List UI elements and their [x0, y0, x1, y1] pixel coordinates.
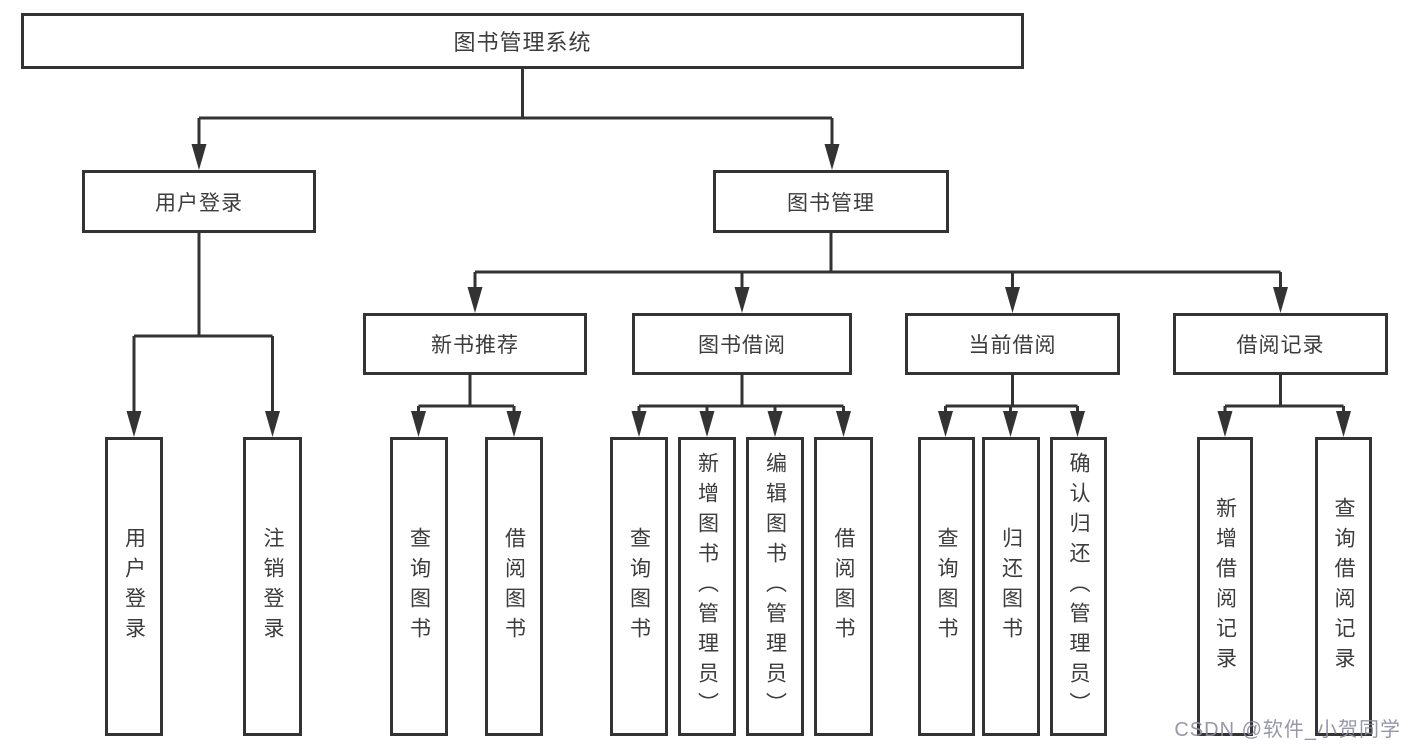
node-book-borrow: 图书借阅 [632, 313, 852, 375]
leaf-edit-books-admin: 编辑图书（管理员） [746, 437, 804, 736]
leaf-borrow-books-label: 借阅图书 [832, 526, 855, 647]
csdn-watermark: CSDN @软件_小贺同学 [1174, 719, 1401, 741]
node-current-borrow: 当前借阅 [905, 313, 1120, 375]
leaf-return-books-label: 归还图书 [999, 526, 1023, 647]
node-book-borrow-label: 图书借阅 [698, 334, 786, 357]
node-current-borrow-label: 当前借阅 [968, 334, 1057, 357]
node-borrow-records-label: 借阅记录 [1236, 334, 1325, 357]
leaf-add-borrow-record: 新增借阅记录 [1197, 437, 1253, 736]
arrowheads [126, 144, 1351, 437]
leaf-return-books: 归还图书 [982, 437, 1040, 736]
leaf-query-books-recommend-label: 查询图书 [407, 526, 431, 647]
leaf-borrow-books-recommend-label: 借阅图书 [502, 526, 526, 647]
node-root-label: 图书管理系统 [453, 30, 592, 55]
leaf-query-books-borrow-label: 查询图书 [627, 526, 651, 647]
node-book-management: 图书管理 [713, 170, 949, 233]
node-user-login: 用户登录 [82, 170, 316, 233]
node-borrow-records: 借阅记录 [1173, 313, 1388, 375]
leaf-query-books-current: 查询图书 [918, 437, 975, 736]
leaf-query-books-current-label: 查询图书 [935, 526, 958, 647]
leaf-user-login-label: 用户登录 [122, 526, 146, 647]
node-book-management-label: 图书管理 [787, 191, 875, 215]
leaf-user-login: 用户登录 [105, 437, 163, 736]
node-new-book-recommend-label: 新书推荐 [431, 334, 519, 357]
leaf-query-books-borrow: 查询图书 [610, 437, 668, 736]
leaf-add-books-admin-label: 新增图书（管理员） [695, 451, 719, 722]
leaf-query-borrow-record: 查询借阅记录 [1315, 437, 1372, 736]
leaf-borrow-books-recommend: 借阅图书 [485, 437, 543, 736]
leaf-add-books-admin: 新增图书（管理员） [678, 437, 736, 736]
leaf-add-borrow-record-label: 新增借阅记录 [1213, 496, 1237, 677]
node-root: 图书管理系统 [21, 13, 1024, 69]
leaf-borrow-books: 借阅图书 [814, 437, 873, 736]
leaf-query-books-recommend: 查询图书 [390, 437, 448, 736]
leaf-logout-label: 注销登录 [261, 526, 284, 647]
leaf-logout: 注销登录 [243, 437, 302, 736]
node-new-book-recommend: 新书推荐 [363, 313, 587, 375]
leaf-confirm-return-admin-label: 确认归还（管理员） [1067, 451, 1090, 722]
node-user-login-label: 用户登录 [155, 191, 243, 215]
leaf-query-borrow-record-label: 查询借阅记录 [1332, 496, 1355, 677]
leaf-confirm-return-admin: 确认归还（管理员） [1050, 437, 1107, 736]
leaf-edit-books-admin-label: 编辑图书（管理员） [763, 451, 787, 722]
